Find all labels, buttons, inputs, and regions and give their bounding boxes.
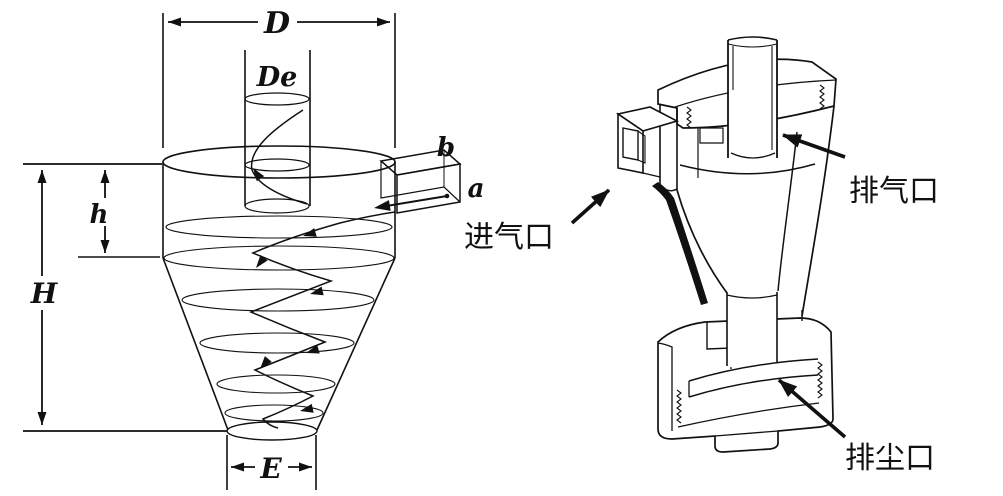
dim-label-D: D bbox=[263, 6, 290, 41]
dimension-E: E bbox=[226, 435, 317, 490]
dim-label-De: De bbox=[256, 62, 298, 93]
label-inlet: 进气口 bbox=[464, 220, 554, 255]
dim-label-H: H bbox=[30, 277, 59, 310]
dim-label-E: E bbox=[259, 452, 282, 485]
dimension-D: D bbox=[168, 6, 390, 41]
body-inner-rim bbox=[679, 163, 816, 175]
exhaust-pipe bbox=[727, 36, 778, 163]
inlet-callout-arrow bbox=[570, 188, 611, 225]
dimension-H: H bbox=[30, 170, 59, 425]
lid-inner-bracket bbox=[697, 127, 724, 178]
dim-label-b: b bbox=[437, 133, 455, 163]
gas-flow-spiral bbox=[249, 109, 396, 429]
dim-label-h: h bbox=[90, 200, 109, 230]
vortex-finder-tube: De bbox=[244, 50, 311, 214]
dim-label-a: a bbox=[468, 174, 485, 204]
dust-bin bbox=[657, 310, 834, 453]
section-cut-sliver bbox=[652, 182, 708, 305]
break-zigzags bbox=[676, 84, 825, 424]
label-exhaust-outlet: 排气口 bbox=[849, 174, 939, 209]
callouts: 进气口 排气口 排尘口 bbox=[464, 133, 939, 476]
dust-callout-arrow bbox=[777, 378, 847, 439]
inlet-flow-arrowhead bbox=[374, 200, 391, 211]
right-cyclone-cutaway: 进气口 排气口 排尘口 bbox=[464, 36, 939, 476]
exhaust-callout-arrow bbox=[782, 133, 846, 159]
flow-arrowheads bbox=[253, 168, 324, 413]
dust-baffle-dome bbox=[688, 358, 819, 398]
waist-tube-fill bbox=[727, 292, 777, 370]
inlet-port-box bbox=[616, 106, 680, 178]
label-dust-outlet: 排尘口 bbox=[845, 441, 935, 476]
waist-tube bbox=[726, 292, 778, 366]
inlet-duct: b a bbox=[374, 133, 485, 214]
cyclone-body-outline bbox=[162, 145, 396, 441]
vortex-coils bbox=[163, 215, 395, 422]
dimension-h: h bbox=[90, 170, 110, 253]
left-cyclone-schematic: D h H E bbox=[23, 6, 484, 490]
